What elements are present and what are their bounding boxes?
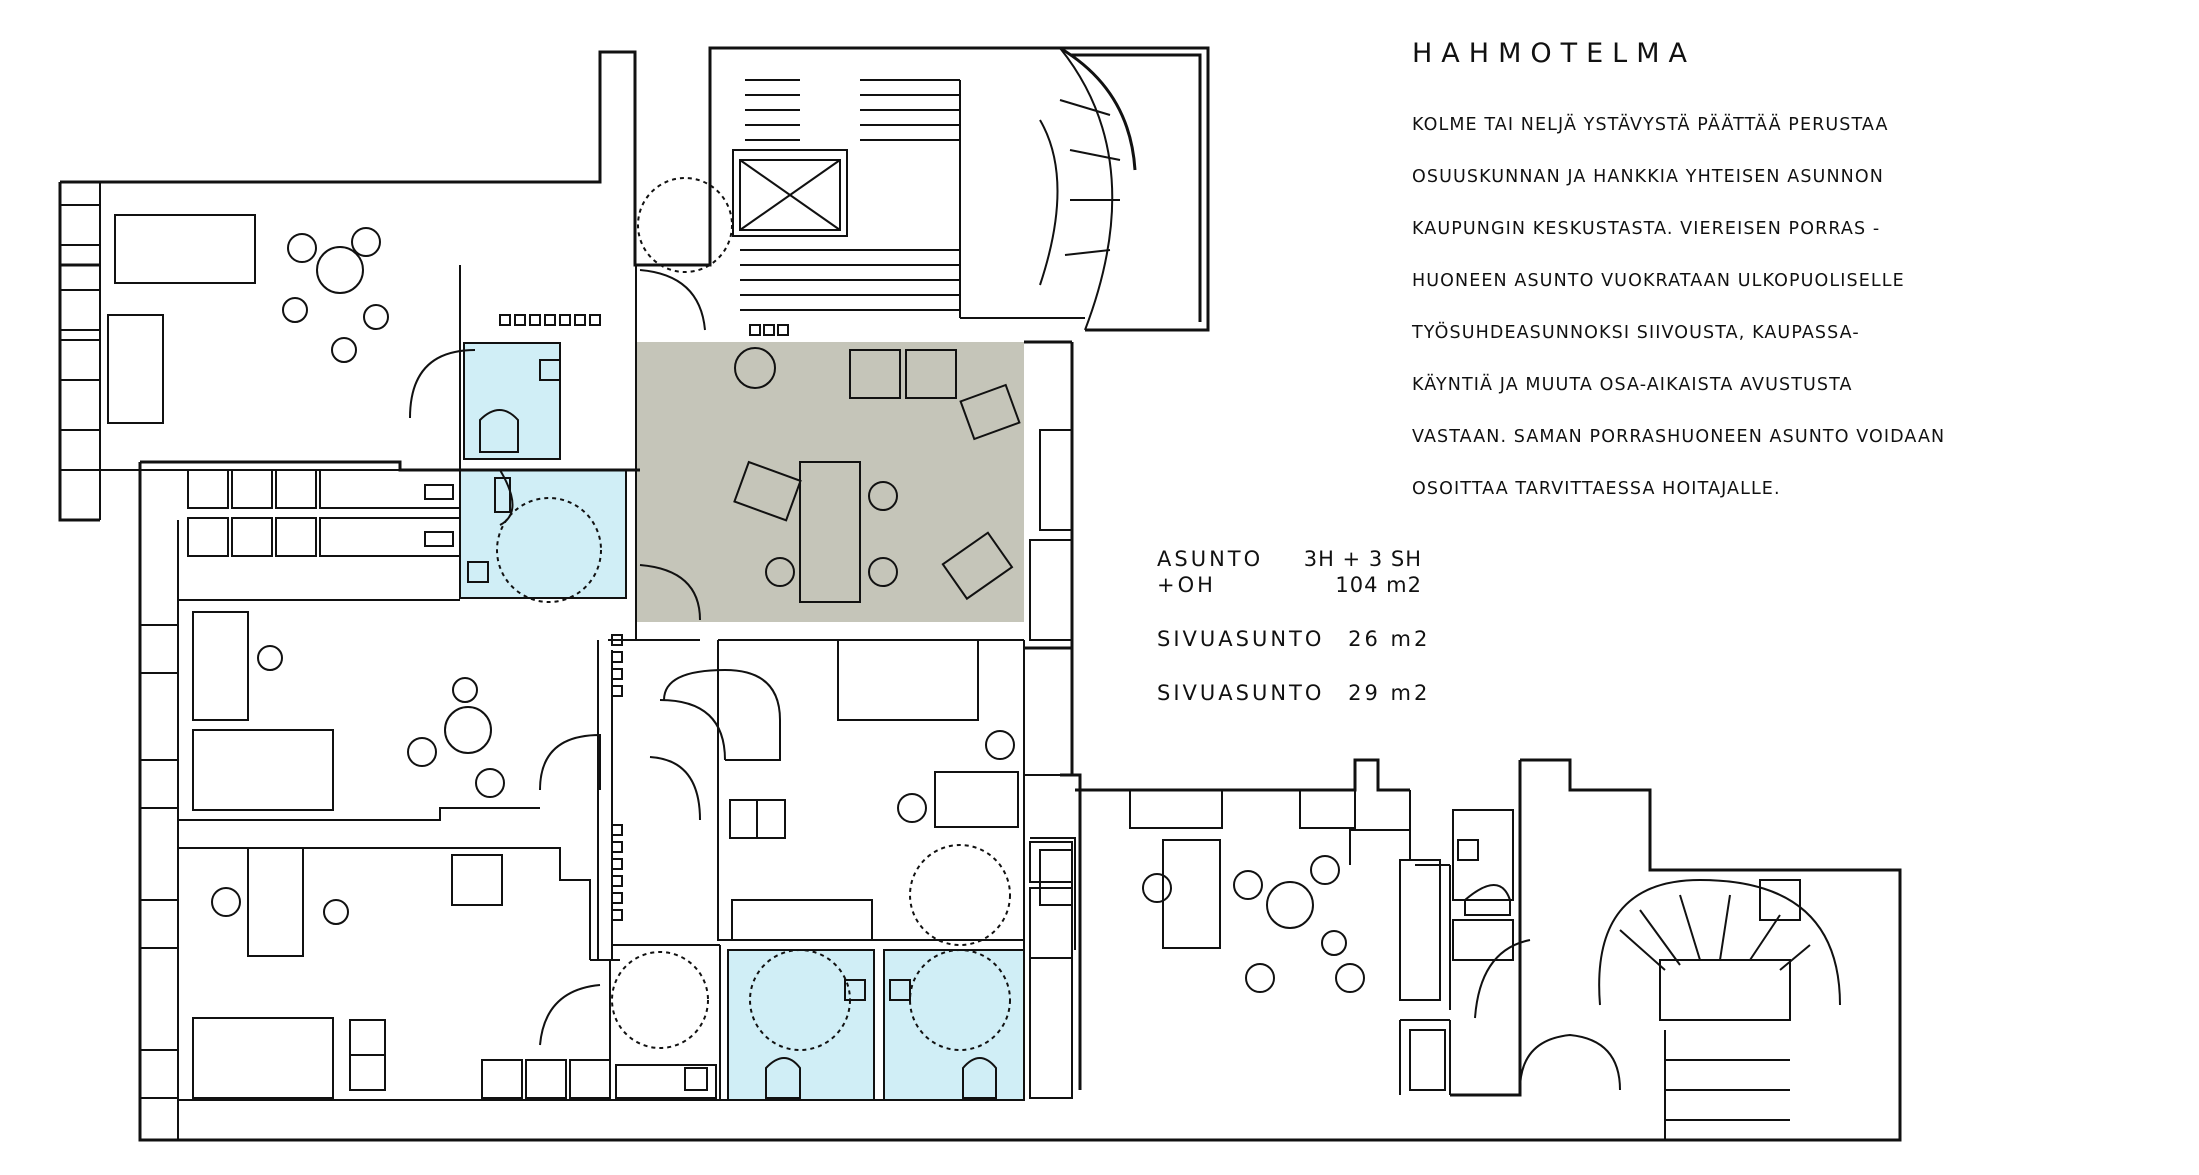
side-apartment-1-row: SIVUASUNTO 26 m2 (1157, 627, 1430, 653)
page-title: HAHMOTELMA (1412, 38, 1696, 69)
kitchen-units (187, 469, 1514, 1099)
description-line: KOLME TAI NELJÄ YSTÄVYSTÄ PÄÄTTÄÄ PERUST… (1412, 115, 1889, 135)
main-apartment-label: ASUNTO (1157, 547, 1264, 571)
bathroom-2-fill (459, 469, 627, 599)
side-apartment-1-label: SIVUASUNTO (1157, 627, 1325, 651)
area-summary: ASUNTO 3H + 3 SH +OH 104 m2 SIVUASUNTO 2… (1157, 547, 1430, 707)
main-apartment-extra: +OH (1157, 573, 1216, 597)
right-staircase (1598, 878, 1841, 1140)
furniture (107, 214, 1221, 1099)
main-apartment-size: 104 m2 (1335, 573, 1422, 597)
main-apartment-row: ASUNTO 3H + 3 SH (1157, 547, 1430, 573)
chairs (211, 227, 1365, 993)
side-apartment-1-size: 26 m2 (1348, 627, 1431, 651)
central-staircase (732, 47, 1121, 331)
side-apartment-2-size: 29 m2 (1348, 681, 1431, 705)
main-apartment-size-row: +OH 104 m2 (1157, 573, 1430, 599)
sanitary (424, 359, 1511, 1099)
description-line: HUONEEN ASUNTO VUOKRATAAN ULKOPUOLISELLE (1412, 271, 1905, 291)
door-arcs (409, 269, 1621, 1091)
side-apartment-2-row: SIVUASUNTO 29 m2 (1157, 681, 1430, 707)
main-apartment-rooms: 3H + 3 SH (1303, 547, 1422, 571)
description-line: TYÖSUHDEASUNNOKSI SIIVOUSTA, KAUPASSA- (1412, 323, 1860, 343)
common-room-fill (636, 342, 1024, 622)
description-line: OSOITTAA TARVITTAESSA HOITAJALLE. (1412, 479, 1781, 499)
description-line: KÄYNTIÄ JA MUUTA OSA-AIKAISTA AVUSTUSTA (1412, 375, 1853, 395)
small-squares (499, 314, 789, 921)
description-line: KAUPUNGIN KESKUSTASTA. VIEREISEN PORRAS … (1412, 219, 1881, 239)
description-line: OSUUSKUNNAN JA HANKKIA YHTEISEN ASUNNON (1412, 167, 1884, 187)
door-swings (496, 177, 1011, 1051)
description-line: VASTAAN. SAMAN PORRASHUONEEN ASUNTO VOID… (1412, 427, 1946, 447)
wheelchairs (349, 799, 786, 1091)
side-apartment-2-label: SIVUASUNTO (1157, 681, 1325, 705)
description: KOLME TAI NELJÄ YSTÄVYSTÄ PÄÄTTÄÄ PERUST… (1412, 99, 1972, 515)
